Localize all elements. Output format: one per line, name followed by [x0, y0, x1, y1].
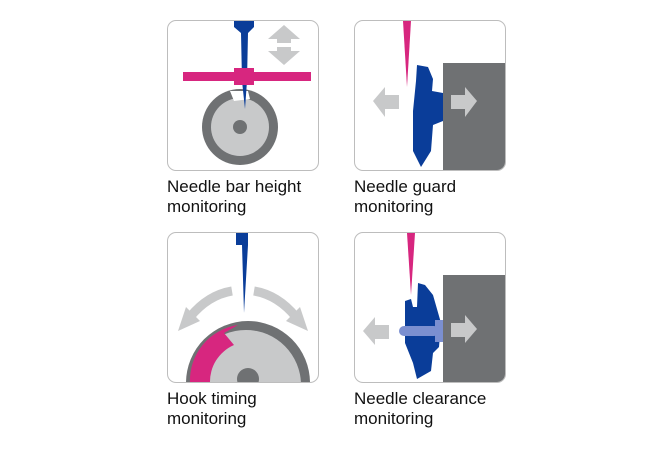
- item-title: Needle bar height: [167, 177, 302, 196]
- item-subtitle: monitoring: [167, 409, 247, 428]
- needle-bar-height-icon: [167, 20, 319, 171]
- up-down-arrow-icon: [268, 25, 300, 65]
- needle-guard-icon: [354, 20, 506, 171]
- item-subtitle: monitoring: [354, 409, 434, 428]
- arrow-right-icon: [451, 315, 477, 343]
- arrow-left-icon: [373, 87, 399, 117]
- hook-timing-icon: [167, 232, 319, 383]
- item-title: Needle guard: [354, 177, 457, 196]
- item-title: Hook timing: [167, 389, 257, 408]
- arrow-right-icon: [451, 87, 477, 117]
- item-subtitle: monitoring: [167, 197, 247, 216]
- item-title: Needle clearance: [354, 389, 487, 408]
- needle-clearance-icon: [354, 232, 506, 383]
- item-subtitle: monitoring: [354, 197, 434, 216]
- arrow-left-icon: [363, 317, 389, 345]
